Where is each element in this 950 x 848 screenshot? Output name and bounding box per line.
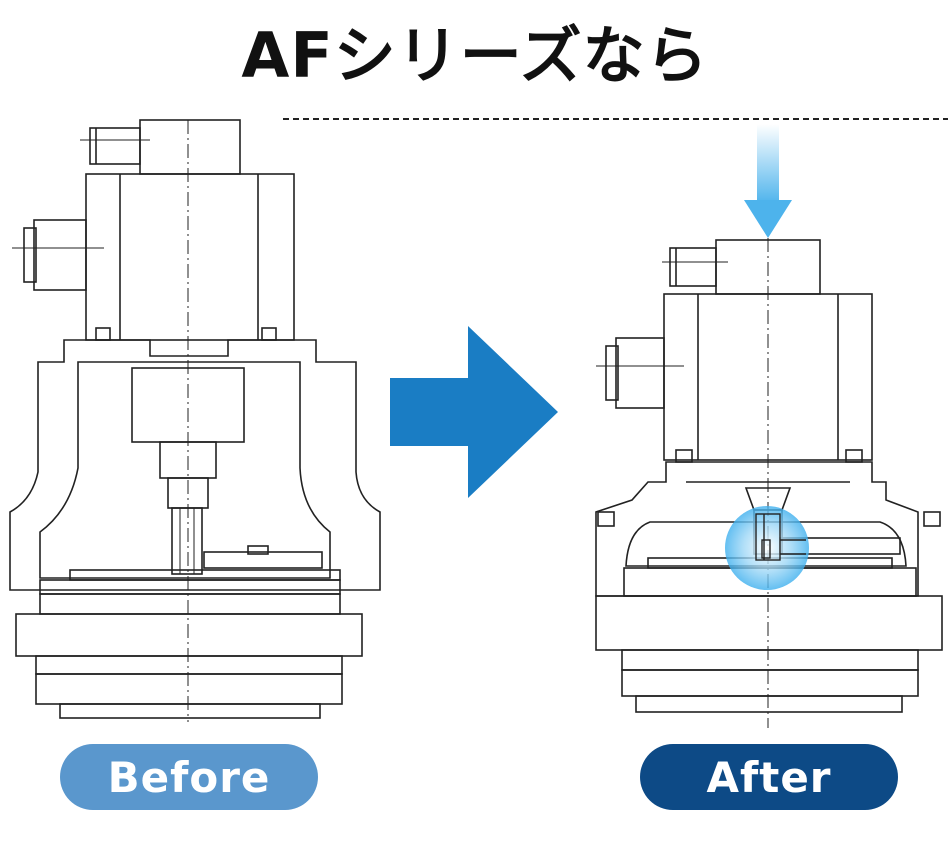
- transition-arrow-icon: [390, 326, 558, 498]
- page-title: AFシリーズなら: [241, 19, 709, 92]
- after-machine-drawing: [595, 124, 943, 728]
- after-label: After: [640, 744, 898, 810]
- before-machine-drawing: [9, 119, 381, 722]
- contact-highlight: [725, 506, 809, 590]
- before-label: Before: [60, 744, 318, 810]
